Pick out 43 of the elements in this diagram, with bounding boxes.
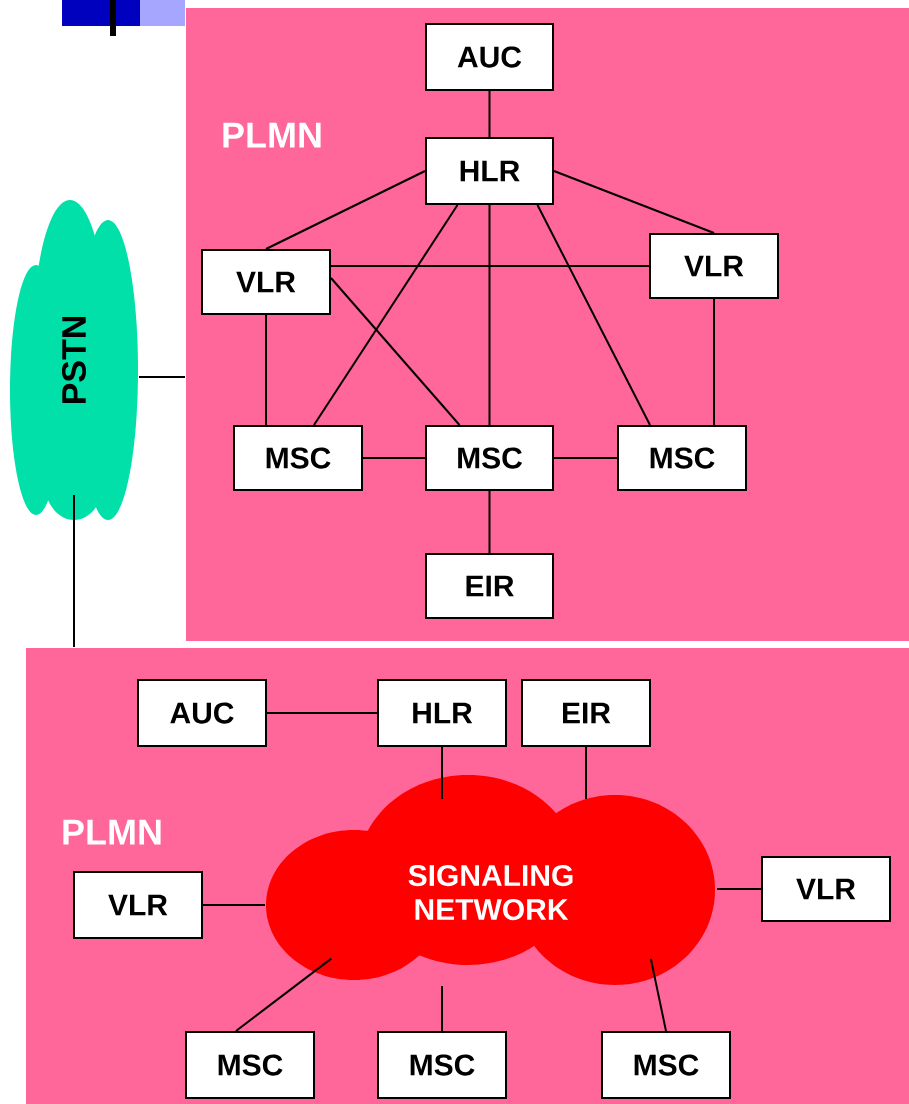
- network-box: VLR: [761, 856, 891, 922]
- connector-line: [488, 204, 491, 426]
- network-box: VLR: [649, 233, 779, 299]
- panel-title: PLMN: [63, 819, 161, 845]
- network-box: MSC: [185, 1031, 315, 1099]
- connector-line: [488, 90, 491, 138]
- network-box: MSC: [425, 425, 554, 491]
- network-box: MSC: [601, 1031, 731, 1099]
- network-box: AUC: [425, 23, 554, 91]
- network-cloud: SIGNALING NETWORK: [266, 775, 715, 985]
- connector-line: [138, 376, 186, 378]
- panel-title: PLMN: [223, 122, 321, 148]
- network-box: MSC: [617, 425, 747, 491]
- network-box: VLR: [201, 249, 331, 315]
- network-box: MSC: [377, 1031, 507, 1099]
- network-box: EIR: [425, 553, 554, 619]
- network-box: EIR: [521, 679, 651, 747]
- connector-line: [266, 712, 378, 714]
- connector-line: [73, 494, 75, 648]
- connector-line: [330, 265, 650, 267]
- network-cloud: PSTN: [10, 200, 138, 520]
- connector-line: [553, 457, 618, 459]
- connector-line: [202, 904, 266, 906]
- network-box: MSC: [233, 425, 363, 491]
- connector-line: [441, 746, 443, 800]
- connector-line: [716, 888, 762, 890]
- network-box: HLR: [377, 679, 507, 747]
- connector-line: [362, 457, 426, 459]
- connector-line: [488, 490, 491, 554]
- connector-line: [235, 957, 333, 1032]
- connector-line: [713, 298, 715, 426]
- connector-line: [553, 170, 715, 234]
- connector-line: [313, 204, 459, 426]
- connector-line: [536, 204, 651, 426]
- network-box: VLR: [73, 871, 203, 939]
- connector-line: [649, 957, 667, 1032]
- network-box: HLR: [425, 137, 554, 205]
- connector-line: [265, 314, 267, 426]
- connector-line: [585, 746, 587, 800]
- connector-line: [441, 985, 443, 1032]
- network-box: AUC: [137, 679, 267, 747]
- connector-line: [265, 170, 426, 250]
- connector-line: [330, 277, 461, 426]
